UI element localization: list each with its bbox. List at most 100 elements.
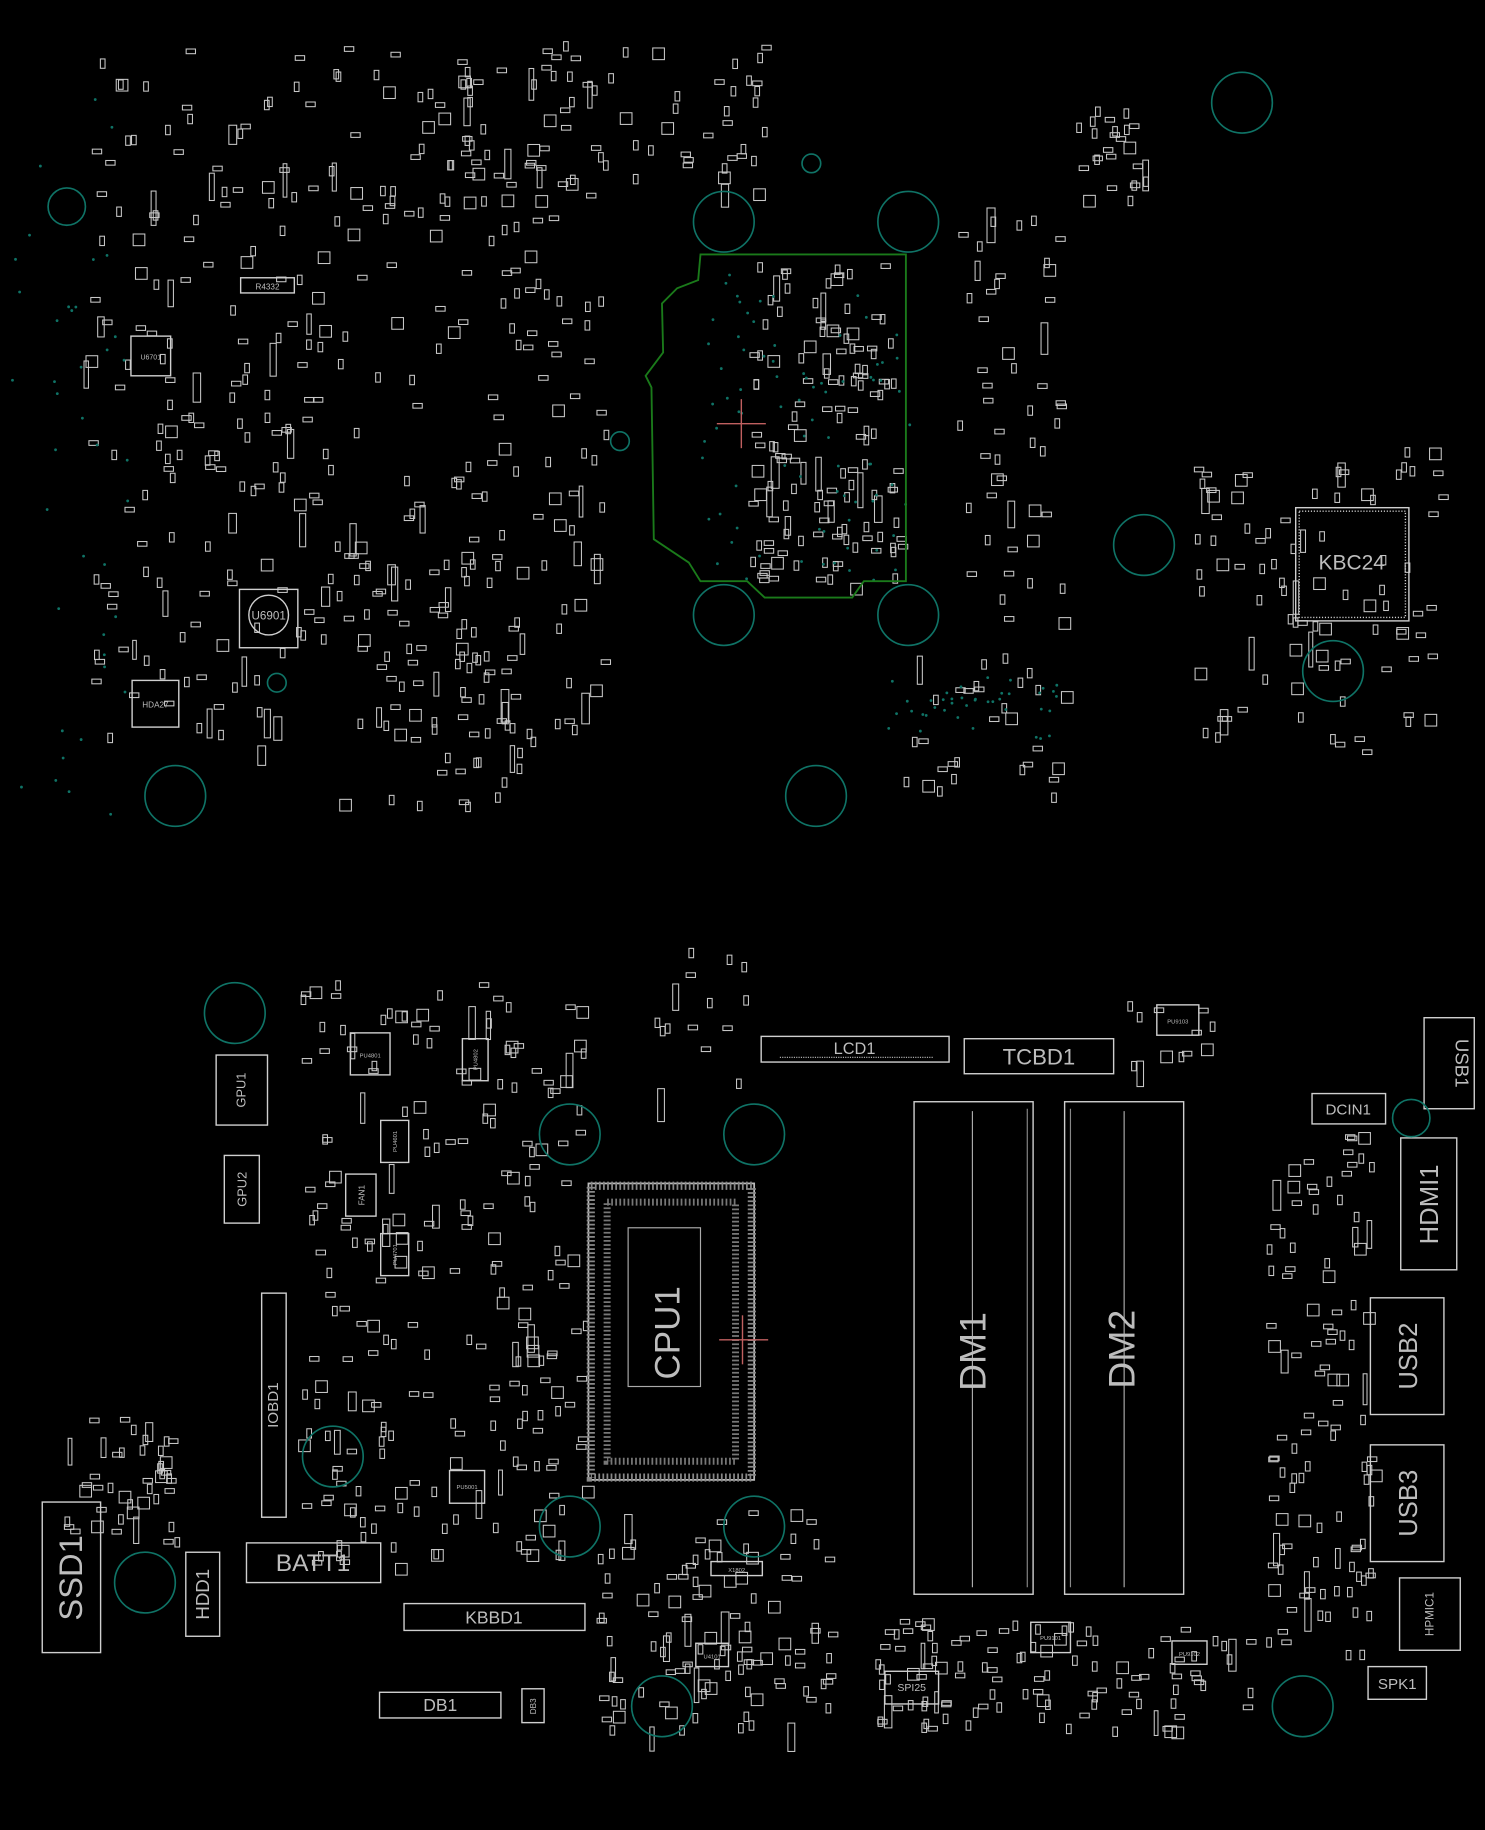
x1802-crystal[interactable]: X1802 bbox=[710, 1560, 764, 1577]
smd-pad bbox=[723, 106, 730, 117]
smd-pad bbox=[1007, 500, 1016, 529]
smd-pad bbox=[817, 489, 823, 501]
test-point bbox=[775, 375, 779, 379]
u6901-chip[interactable]: U6901 bbox=[238, 588, 299, 649]
smd-pad bbox=[291, 192, 298, 203]
usb3-connector[interactable]: USB3 bbox=[1369, 1444, 1445, 1563]
smd-pad bbox=[336, 590, 343, 602]
smd-pad bbox=[782, 500, 789, 511]
smd-pad bbox=[409, 708, 422, 722]
pu4802-chip[interactable]: PU4802 bbox=[461, 1038, 489, 1082]
smd-pad bbox=[167, 279, 174, 308]
smd-pad bbox=[1237, 706, 1248, 713]
smd-pad bbox=[529, 1146, 535, 1158]
cpu1-socket[interactable]: CPU1 bbox=[586, 1181, 769, 1482]
smd-pad bbox=[1404, 447, 1411, 458]
smd-pad bbox=[1324, 1258, 1331, 1269]
pu9102-chip[interactable]: PU9102 bbox=[1171, 1640, 1208, 1665]
gpu1-pad[interactable]: GPU1 bbox=[215, 1054, 269, 1126]
smd-pad bbox=[780, 1553, 791, 1560]
hda27-chip[interactable]: HDA27 bbox=[131, 679, 180, 728]
usb1-connector[interactable]: USB1 bbox=[1423, 1017, 1475, 1110]
usb2-connector[interactable]: USB2 bbox=[1369, 1297, 1445, 1416]
hpmic1-connector[interactable]: HPMIC1 bbox=[1398, 1577, 1461, 1651]
smd-pad bbox=[309, 986, 323, 1000]
gpu2-pad[interactable]: GPU2 bbox=[223, 1154, 261, 1224]
smd-pad bbox=[1334, 1586, 1340, 1597]
lcd1-connector[interactable]: LCD1 bbox=[760, 1035, 950, 1063]
spk1-connector[interactable]: SPK1 bbox=[1367, 1665, 1428, 1700]
smd-pad bbox=[547, 1269, 554, 1281]
smd-pad bbox=[720, 183, 730, 208]
smd-pad bbox=[439, 193, 446, 204]
mounting-hole bbox=[1271, 1675, 1334, 1738]
test-point bbox=[804, 376, 808, 380]
tcbd1-connector[interactable]: TCBD1 bbox=[963, 1038, 1115, 1075]
smd-pad bbox=[443, 559, 450, 571]
smd-pad bbox=[137, 541, 148, 547]
ssd1-connector[interactable]: SSD1 bbox=[41, 1501, 102, 1654]
test-point bbox=[991, 700, 995, 704]
smd-pad bbox=[460, 687, 466, 698]
smd-pad bbox=[870, 348, 877, 360]
hdmi1-connector[interactable]: HDMI1 bbox=[1400, 1137, 1458, 1271]
smd-pad bbox=[431, 717, 438, 728]
pu4801-chip[interactable]: PU4801 bbox=[349, 1032, 391, 1076]
smd-pad bbox=[576, 1006, 590, 1019]
smd-pad bbox=[986, 492, 997, 499]
db3-connector[interactable]: DB3 bbox=[521, 1688, 545, 1724]
smd-pad bbox=[454, 658, 461, 670]
smd-pad bbox=[328, 166, 335, 177]
smd-pad bbox=[984, 534, 991, 546]
hdd1-connector[interactable]: HDD1 bbox=[185, 1551, 221, 1637]
smd-pad bbox=[1337, 462, 1346, 488]
smd-pad bbox=[1424, 713, 1438, 727]
smd-pad bbox=[754, 85, 761, 97]
smd-pad bbox=[100, 583, 111, 589]
u6701-chip[interactable]: U6701 bbox=[130, 335, 172, 377]
smd-pad bbox=[528, 67, 535, 101]
pu4701-chip[interactable]: PU4701 bbox=[380, 1232, 410, 1277]
db1-connector[interactable]: DB1 bbox=[378, 1691, 502, 1719]
test-point bbox=[105, 253, 109, 257]
smd-pad bbox=[532, 217, 544, 224]
pu9101-chip[interactable]: PU9101 bbox=[1030, 1621, 1072, 1654]
smd-pad bbox=[413, 1101, 427, 1114]
pu9103-chip[interactable]: PU9103 bbox=[1156, 1004, 1200, 1036]
fan1-connector[interactable]: FAN1 bbox=[344, 1173, 377, 1217]
smd-pad bbox=[108, 591, 119, 598]
smd-pad bbox=[426, 1038, 433, 1049]
smd-pad bbox=[1045, 1699, 1051, 1710]
smd-pad bbox=[478, 982, 490, 988]
test-point bbox=[833, 561, 836, 565]
test-point bbox=[70, 309, 74, 312]
smd-pad bbox=[806, 1519, 817, 1525]
smd-pad bbox=[895, 1645, 906, 1652]
batt1-connector[interactable]: BATT1 bbox=[245, 1542, 382, 1584]
dcin1-connector[interactable]: DCIN1 bbox=[1311, 1092, 1387, 1125]
test-point bbox=[701, 456, 704, 460]
smd-pad bbox=[923, 1718, 930, 1730]
smd-pad bbox=[987, 1647, 998, 1654]
smd-pad bbox=[1319, 531, 1325, 542]
pu5001-chip[interactable]: PU5001 bbox=[448, 1469, 486, 1504]
smd-pad bbox=[743, 1543, 749, 1554]
r4332-resistor[interactable]: R4332 bbox=[239, 277, 296, 294]
smd-pad bbox=[1102, 147, 1114, 153]
test-point bbox=[20, 785, 23, 789]
spi25-chip[interactable]: SPI25 bbox=[884, 1670, 940, 1705]
smd-pad bbox=[1267, 1562, 1279, 1569]
smd-pad bbox=[1096, 1687, 1107, 1694]
smd-pad bbox=[986, 207, 996, 244]
pu4601-chip[interactable]: PU4601 bbox=[380, 1119, 410, 1164]
dm1-dimm-slot[interactable]: DM1 bbox=[913, 1101, 1034, 1595]
smd-pad bbox=[492, 554, 503, 560]
smd-pad bbox=[1164, 1725, 1178, 1739]
smd-pad bbox=[843, 333, 850, 344]
kbbd1-connector[interactable]: KBBD1 bbox=[403, 1602, 586, 1632]
iobd1-connector[interactable]: IOBD1 bbox=[260, 1292, 287, 1518]
smd-pad bbox=[887, 338, 894, 349]
u4101-chip[interactable]: U4101 bbox=[695, 1642, 730, 1668]
dm2-dimm-slot[interactable]: DM2 bbox=[1063, 1101, 1185, 1595]
